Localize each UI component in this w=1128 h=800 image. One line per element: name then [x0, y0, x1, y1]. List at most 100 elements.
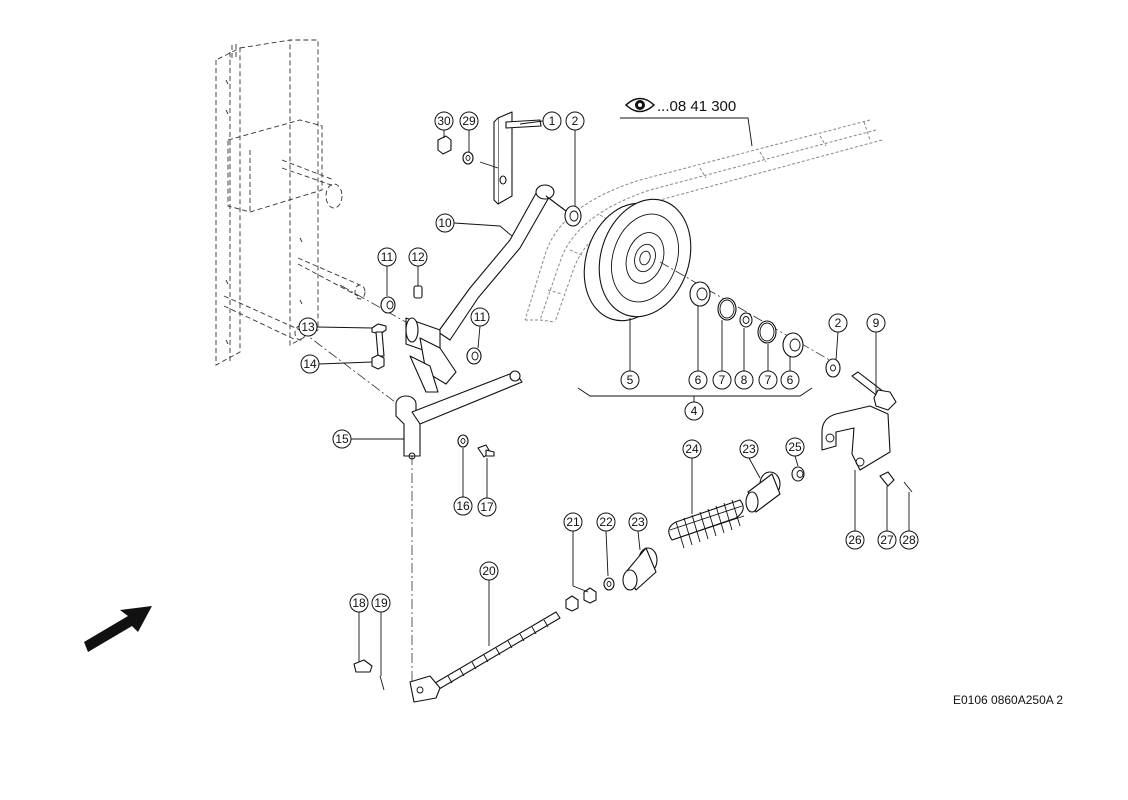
- callout-15: 15: [332, 429, 352, 449]
- sleeve-part-11-lower: [466, 347, 482, 365]
- svg-text:7: 7: [765, 373, 772, 387]
- nut-part-30: [437, 135, 452, 155]
- svg-text:26: 26: [848, 533, 862, 547]
- eye-icon: [624, 97, 656, 113]
- callout-26: 26: [845, 530, 865, 550]
- svg-text:6: 6: [695, 373, 702, 387]
- svg-text:2: 2: [835, 316, 842, 330]
- svg-text:2: 2: [572, 114, 579, 128]
- pin-part-27: [879, 471, 895, 487]
- svg-text:11: 11: [474, 310, 487, 324]
- circlip-part-7-left: [717, 297, 737, 321]
- callout-22: 22: [596, 512, 616, 532]
- svg-text:27: 27: [880, 533, 894, 547]
- svg-text:6: 6: [787, 373, 794, 387]
- svg-text:1: 1: [549, 114, 556, 128]
- threaded-rod-part-20: [409, 611, 561, 703]
- pivot-block: [405, 317, 457, 393]
- svg-text:9: 9: [873, 316, 880, 330]
- callout-10: 10: [435, 213, 455, 233]
- bearing-part-6-left: [689, 281, 711, 307]
- svg-text:30: 30: [437, 114, 451, 128]
- svg-text:11: 11: [381, 250, 394, 264]
- callout-2-upper: 2: [565, 111, 585, 131]
- lever-arm-part-10: [437, 184, 571, 341]
- svg-text:19: 19: [374, 596, 388, 610]
- washer-part-2-right: [825, 358, 841, 378]
- svg-text:23: 23: [742, 442, 756, 456]
- pin-part-12: [413, 285, 423, 299]
- callout-12: 12: [408, 247, 428, 267]
- callout-6-left: 6: [688, 370, 708, 390]
- callout-24: 24: [682, 439, 702, 459]
- callout-17: 17: [477, 497, 497, 517]
- svg-text:8: 8: [741, 373, 748, 387]
- svg-text:29: 29: [462, 114, 476, 128]
- callout-2-right: 2: [828, 313, 848, 333]
- svg-text:23: 23: [631, 515, 645, 529]
- callout-29: 29: [459, 111, 479, 131]
- sleeve-part-11-upper: [380, 296, 396, 314]
- spring-cap-part-23-left: [622, 547, 658, 591]
- callout-25: 25: [785, 437, 805, 457]
- callout-7-right: 7: [758, 370, 778, 390]
- cotter-pin-part-19: [379, 675, 385, 691]
- svg-text:12: 12: [411, 250, 425, 264]
- svg-text:5: 5: [627, 373, 634, 387]
- svg-text:7: 7: [719, 373, 726, 387]
- callout-6-right: 6: [780, 370, 800, 390]
- callout-30: 30: [434, 111, 454, 131]
- svg-text:10: 10: [438, 216, 452, 230]
- svg-text:15: 15: [335, 432, 349, 446]
- washer-part-22: [603, 577, 615, 591]
- leader-lines: [316, 120, 910, 676]
- bearing-part-6-right: [782, 332, 804, 358]
- callout-20: 20: [479, 561, 499, 581]
- bolt-part-17: [477, 444, 495, 458]
- callout-13: 13: [298, 317, 318, 337]
- callout-8: 8: [734, 370, 754, 390]
- nut-part-14: [371, 354, 385, 370]
- reference-text: ...08 41 300: [657, 98, 736, 115]
- reference-marker: ...08 41 300: [620, 97, 753, 147]
- spacer-part-8: [739, 312, 753, 328]
- bracket-part-1: [479, 111, 542, 205]
- drawing-code: E0106 0860A250A 2: [953, 693, 1063, 707]
- callout-11-lower: 11: [470, 307, 490, 327]
- callout-18: 18: [349, 593, 369, 613]
- callout-4: 4: [684, 401, 704, 421]
- svg-text:24: 24: [685, 442, 699, 456]
- callout-5: 5: [620, 370, 640, 390]
- svg-text:14: 14: [303, 357, 317, 371]
- svg-text:4: 4: [691, 404, 698, 418]
- spacer-part-2-upper: [564, 205, 582, 227]
- bushing-part-25: [791, 466, 805, 482]
- cotter-pin-part-28: [903, 481, 913, 493]
- pin-part-18: [353, 659, 373, 673]
- nut-part-21: [565, 587, 597, 612]
- callout-23-left: 23: [628, 512, 648, 532]
- svg-text:17: 17: [480, 500, 494, 514]
- callout-28: 28: [899, 530, 919, 550]
- arm-part-15: [395, 370, 523, 460]
- callout-9: 9: [866, 313, 886, 333]
- pulley-part-5: [583, 198, 692, 322]
- callout-7-left: 7: [712, 370, 732, 390]
- washer-part-29: [462, 151, 474, 165]
- callout-21: 21: [563, 512, 583, 532]
- svg-text:28: 28: [902, 533, 916, 547]
- circlip-part-7-right: [757, 320, 777, 344]
- svg-text:16: 16: [456, 499, 470, 513]
- svg-text:13: 13: [301, 320, 315, 334]
- callout-11-upper: 11: [377, 247, 397, 267]
- svg-text:21: 21: [566, 515, 580, 529]
- callout-16: 16: [453, 496, 473, 516]
- spring-part-24: [668, 499, 745, 549]
- svg-text:18: 18: [352, 596, 366, 610]
- direction-arrow-icon: [84, 606, 152, 652]
- callout-19: 19: [371, 593, 391, 613]
- callout-14: 14: [300, 354, 320, 374]
- washer-part-16: [457, 434, 469, 448]
- svg-text:22: 22: [599, 515, 613, 529]
